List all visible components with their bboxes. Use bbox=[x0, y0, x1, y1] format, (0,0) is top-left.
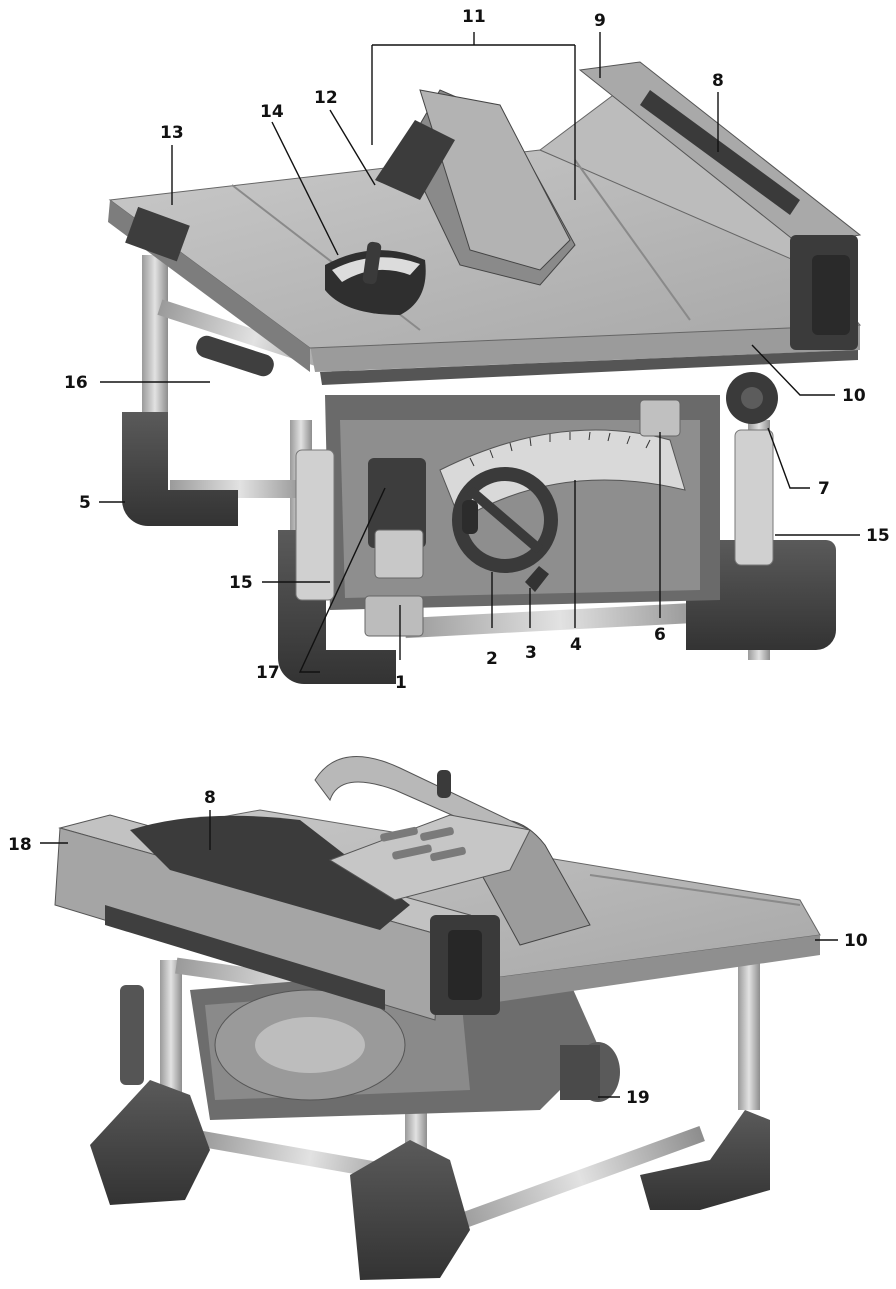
blade-guard-top bbox=[419, 89, 571, 271]
callout-10-bottom: 10 bbox=[844, 931, 868, 951]
bevel-scale bbox=[439, 429, 686, 521]
blade-guard bbox=[328, 814, 531, 901]
rubber-foot bbox=[122, 412, 238, 526]
callout-5: 5 bbox=[79, 493, 91, 513]
callout-19: 19 bbox=[626, 1088, 650, 1108]
top-leader-lines bbox=[99, 32, 860, 673]
miter-gauge-knob bbox=[362, 241, 382, 285]
callout-4: 4 bbox=[570, 635, 582, 655]
fence-dark-band bbox=[105, 905, 385, 1010]
callout-9: 9 bbox=[594, 11, 606, 31]
rubber-foot bbox=[640, 1110, 770, 1210]
guard-slots bbox=[380, 826, 466, 862]
fence-clamp-handle bbox=[448, 930, 482, 1000]
bottom-callouts: 8 18 10 19 bbox=[8, 788, 868, 1108]
dust-port-tube bbox=[560, 1045, 600, 1100]
handwheel-spoke bbox=[466, 486, 544, 554]
side-panel bbox=[125, 206, 190, 262]
leg-tube bbox=[738, 950, 760, 1110]
table-slot bbox=[589, 874, 801, 906]
front-rail bbox=[310, 325, 860, 372]
callout-12: 12 bbox=[314, 88, 338, 108]
fine-adjust-knob-center bbox=[741, 387, 763, 409]
rubber-foot bbox=[350, 1140, 470, 1280]
callout-15-left: 15 bbox=[229, 573, 253, 593]
bottom-leader-lines bbox=[40, 810, 838, 1098]
leg-tube bbox=[142, 255, 168, 425]
switch-paddle bbox=[364, 595, 424, 637]
leg-tube bbox=[404, 601, 716, 639]
guard-knob bbox=[437, 770, 451, 798]
callout-6: 6 bbox=[654, 625, 666, 645]
callout-8-bottom: 8 bbox=[204, 788, 216, 808]
callout-14: 14 bbox=[260, 102, 284, 122]
drive-disc-center bbox=[255, 1017, 365, 1073]
on-off-switch bbox=[374, 529, 424, 579]
callout-10: 10 bbox=[842, 386, 866, 406]
front-rail-dark bbox=[320, 350, 858, 385]
carry-handle bbox=[196, 335, 274, 377]
callout-13: 13 bbox=[160, 123, 184, 143]
bevel-lock-lever bbox=[639, 399, 681, 437]
bevel-ticks bbox=[469, 431, 651, 467]
cord-wrap bbox=[120, 985, 144, 1085]
callout-8: 8 bbox=[712, 71, 724, 91]
callout-7: 7 bbox=[818, 479, 830, 499]
lock-lever bbox=[525, 566, 549, 592]
handwheel-grip bbox=[462, 500, 478, 534]
rubber-foot bbox=[686, 540, 836, 650]
callout-2: 2 bbox=[486, 649, 498, 669]
callout-18: 18 bbox=[8, 835, 32, 855]
callout-16: 16 bbox=[64, 373, 88, 393]
table-front-edge bbox=[440, 935, 820, 1010]
leg-tube bbox=[160, 960, 182, 1110]
callout-15-right: 15 bbox=[866, 526, 890, 546]
switch-box bbox=[368, 458, 426, 548]
frame-tube bbox=[455, 1126, 705, 1230]
storage-hook bbox=[734, 429, 774, 566]
callout-1: 1 bbox=[395, 673, 407, 693]
blade-guard-cover bbox=[130, 815, 410, 930]
rubber-foot bbox=[90, 1080, 210, 1205]
callout-17: 17 bbox=[256, 663, 280, 683]
height-handwheel bbox=[452, 467, 558, 573]
fence-clamp-handle bbox=[812, 255, 850, 335]
top-callouts: 11 9 12 8 14 13 16 10 7 5 15 15 6 4 3 2 … bbox=[64, 7, 890, 693]
blade-guard-side bbox=[640, 90, 800, 215]
storage-hook bbox=[295, 449, 335, 601]
top-saw-illustration bbox=[108, 61, 862, 684]
callout-3: 3 bbox=[525, 643, 537, 663]
bottom-saw-illustration bbox=[54, 756, 821, 1280]
callout-11: 11 bbox=[462, 7, 486, 27]
riving-knife bbox=[375, 120, 455, 200]
